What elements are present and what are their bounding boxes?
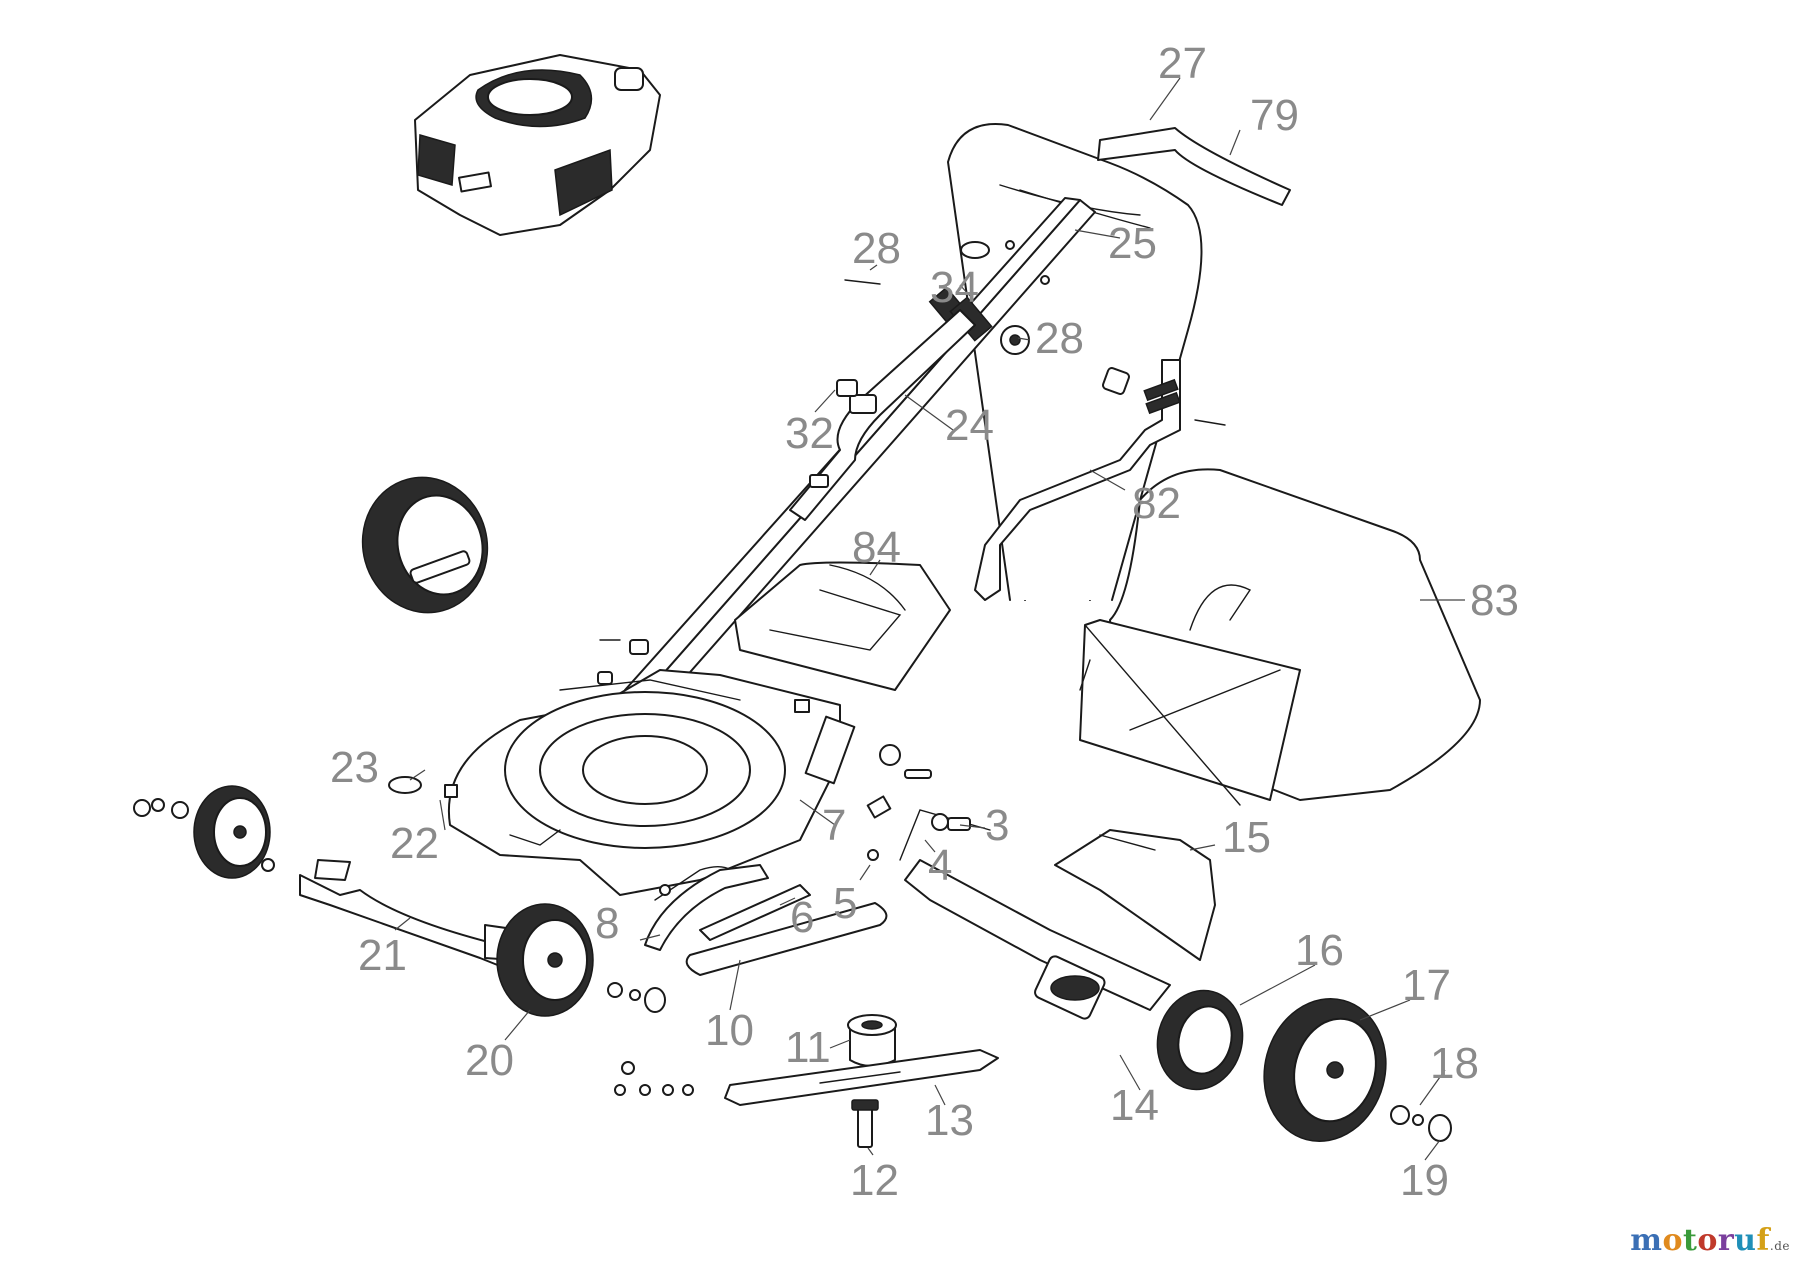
brand-letter: r	[1717, 1223, 1735, 1258]
part-label: 20	[465, 1036, 514, 1085]
mulch-plug	[1054, 829, 1216, 961]
part-label: 8	[595, 899, 619, 948]
part-label: 34	[930, 263, 979, 312]
part-label: 25	[1108, 219, 1157, 268]
part-number-labels: 27 79 25 28 34 28 32 24 82 84 83 23 22 7…	[330, 39, 1519, 1205]
front-wheel-rear	[133, 785, 271, 879]
grass-catcher	[1079, 468, 1481, 806]
part-label: 13	[925, 1096, 974, 1145]
blade-bolt	[851, 1099, 879, 1148]
part-label: 79	[1250, 91, 1299, 140]
part-label: 24	[945, 401, 994, 450]
part-label: 14	[1110, 1081, 1159, 1130]
part-label: 3	[985, 801, 1009, 850]
part-label: 10	[705, 1006, 754, 1055]
brand-letter: u	[1734, 1223, 1757, 1258]
part-label: 11	[785, 1023, 831, 1072]
brand-logo: motoruf.de	[1630, 1223, 1790, 1258]
rear-hub-cap	[1156, 989, 1244, 1091]
clips	[836, 241, 990, 397]
part-label: 16	[1295, 926, 1344, 975]
part-label: 6	[790, 893, 814, 942]
brand-suffix: .de	[1769, 1239, 1790, 1253]
part-label: 5	[833, 879, 857, 928]
front-wheel	[496, 903, 666, 1017]
part-label: 15	[1222, 813, 1271, 862]
part-label: 23	[330, 743, 379, 792]
part-label: 22	[390, 819, 439, 868]
part-label: 83	[1470, 576, 1519, 625]
part-label: 12	[850, 1156, 899, 1205]
side-guard	[644, 864, 769, 951]
right-lower-handle	[974, 359, 1226, 601]
washers	[1390, 1105, 1452, 1142]
part-label: 27	[1158, 39, 1207, 88]
part-label: 17	[1402, 961, 1451, 1010]
rear-flap	[734, 561, 951, 691]
small-parts	[261, 240, 1050, 1096]
part-label: 28	[852, 224, 901, 273]
leader-lines	[394, 77, 1465, 1161]
brand-letter: t	[1682, 1223, 1698, 1258]
brand-name: motoruf	[1630, 1223, 1770, 1258]
left-lower-handle	[789, 309, 976, 521]
part-label: 21	[358, 931, 407, 980]
part-label: 7	[822, 801, 846, 850]
brand-letter: o	[1662, 1223, 1683, 1258]
brand-letter: o	[1697, 1223, 1718, 1258]
blade	[724, 1049, 999, 1106]
brand-letter: f	[1756, 1223, 1770, 1258]
engine	[414, 54, 661, 236]
part-label: 4	[928, 841, 952, 890]
brand-letter: m	[1630, 1223, 1663, 1258]
front-axle	[299, 859, 521, 969]
part-label: 82	[1132, 479, 1181, 528]
spare-wheel	[361, 476, 489, 614]
part-label: 84	[852, 523, 901, 572]
rear-axle-gearbox	[899, 809, 1171, 1020]
part-label: 18	[1430, 1039, 1479, 1088]
blade-adapter	[847, 1014, 897, 1067]
drive-belt	[654, 866, 888, 976]
part-label: 28	[1035, 314, 1084, 363]
part-label: 32	[785, 409, 834, 458]
part-label: 19	[1400, 1156, 1449, 1205]
mower-deck	[447, 669, 856, 896]
rear-wheel	[1263, 997, 1387, 1143]
